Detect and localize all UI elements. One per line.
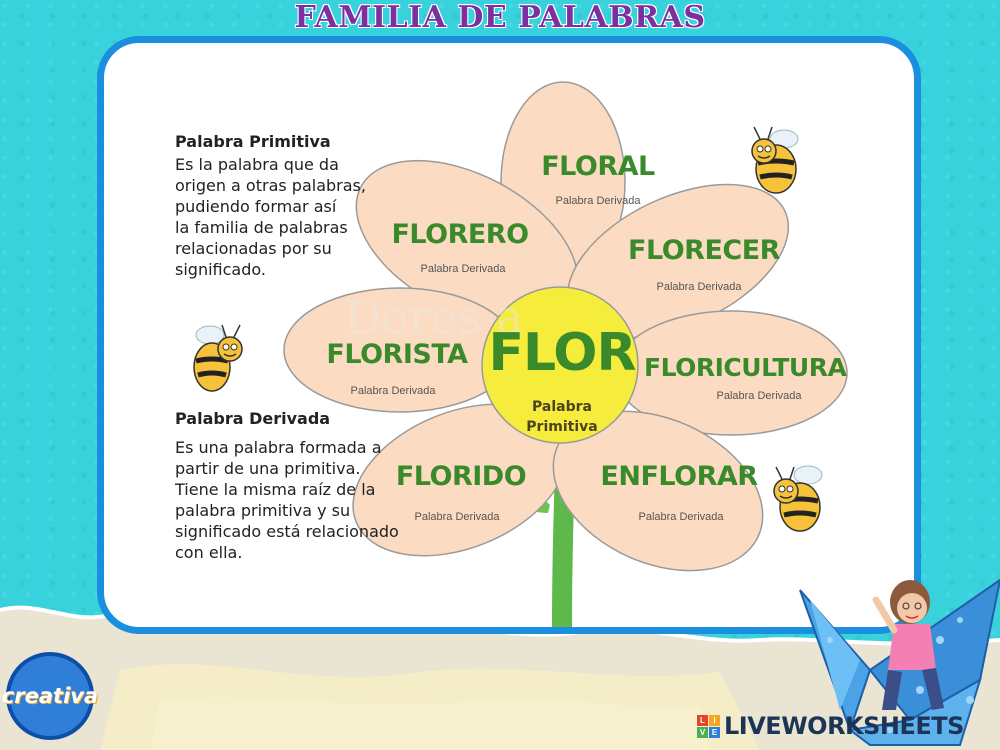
primitive-line: significado. bbox=[175, 260, 266, 279]
petal-word-florero: FLORERO bbox=[391, 219, 529, 250]
primitive-line: pudiendo formar así bbox=[175, 197, 337, 216]
derived-explanation: Palabra Derivada Es una palabra formada … bbox=[175, 408, 415, 563]
petal-label-enflorar: Palabra Derivada bbox=[638, 511, 724, 523]
center-label: Palabra Primitiva bbox=[502, 397, 622, 437]
petal-word-floricultura: FLORICULTURA bbox=[644, 353, 847, 382]
flower-center bbox=[481, 286, 639, 444]
liveworksheets-logo-icon: L I V E bbox=[697, 714, 720, 738]
petal-word-florido: FLORIDO bbox=[395, 461, 527, 492]
petal-word-florecer: FLORECER bbox=[628, 235, 780, 266]
bee-icon bbox=[773, 465, 823, 532]
petal-word-enflorar: ENFLORAR bbox=[600, 461, 758, 492]
derived-line: Es una palabra formada a bbox=[175, 438, 382, 457]
derived-line: partir de una primitiva. bbox=[175, 459, 361, 478]
petal-label-floral: Palabra Derivada bbox=[555, 195, 641, 207]
origami-crane-icon bbox=[799, 578, 1000, 746]
derived-line: palabra primitiva y su bbox=[175, 501, 351, 520]
flower-graphic: Dores a bbox=[283, 81, 848, 627]
brand-name: LIVEWORKSHEETS bbox=[724, 712, 964, 740]
petal-word-floral: FLORAL bbox=[541, 151, 655, 182]
brand-letter: L bbox=[697, 714, 708, 726]
center-label-line: Primitiva bbox=[526, 419, 598, 435]
petal-label-florido: Palabra Derivada bbox=[414, 511, 500, 523]
center-word: FLOR bbox=[488, 323, 636, 383]
derived-line: Tiene la misma raíz de la bbox=[175, 480, 376, 499]
primitive-line: origen a otras palabras, bbox=[175, 176, 366, 195]
liveworksheets-brand[interactable]: L I V E LIVEWORKSHEETS bbox=[697, 712, 964, 740]
flower-diagram: Dores a Palabra Primitiva Es la palabra … bbox=[104, 43, 914, 627]
content-card: Dores a Palabra Primitiva Es la palabra … bbox=[97, 36, 921, 634]
petal-label-florero: Palabra Derivada bbox=[420, 263, 506, 275]
primitive-line: Es la palabra que da bbox=[175, 155, 339, 174]
petal-label-florista: Palabra Derivada bbox=[350, 385, 436, 397]
primitive-line: la familia de palabras bbox=[175, 218, 348, 237]
derived-line: significado está relacionado bbox=[175, 522, 399, 541]
logo-text: creativa bbox=[1, 684, 99, 708]
petal-label-floricultura: Palabra Derivada bbox=[716, 390, 802, 402]
page-title: FAMILIA DE PALABRAS bbox=[294, 0, 706, 35]
primitive-line: relacionadas por su bbox=[175, 239, 332, 258]
brand-letter: V bbox=[697, 726, 708, 738]
brand-letter: E bbox=[709, 726, 720, 738]
creativa-logo: creativa bbox=[2, 652, 98, 740]
petal-word-florista: FLORISTA bbox=[326, 339, 468, 370]
center-label-line: Palabra bbox=[532, 399, 592, 415]
primitive-explanation: Palabra Primitiva Es la palabra que da o… bbox=[175, 131, 415, 280]
bee-icon bbox=[751, 126, 799, 194]
primitive-heading: Palabra Primitiva bbox=[175, 132, 331, 151]
bee-icon bbox=[193, 324, 243, 392]
brand-letter: I bbox=[709, 714, 720, 726]
derived-line: con ella. bbox=[175, 543, 243, 562]
petal-label-florecer: Palabra Derivada bbox=[656, 281, 742, 293]
svg-text:Dores a: Dores a bbox=[344, 290, 523, 344]
derived-heading: Palabra Derivada bbox=[175, 409, 331, 428]
petal-enflorar bbox=[552, 410, 764, 572]
